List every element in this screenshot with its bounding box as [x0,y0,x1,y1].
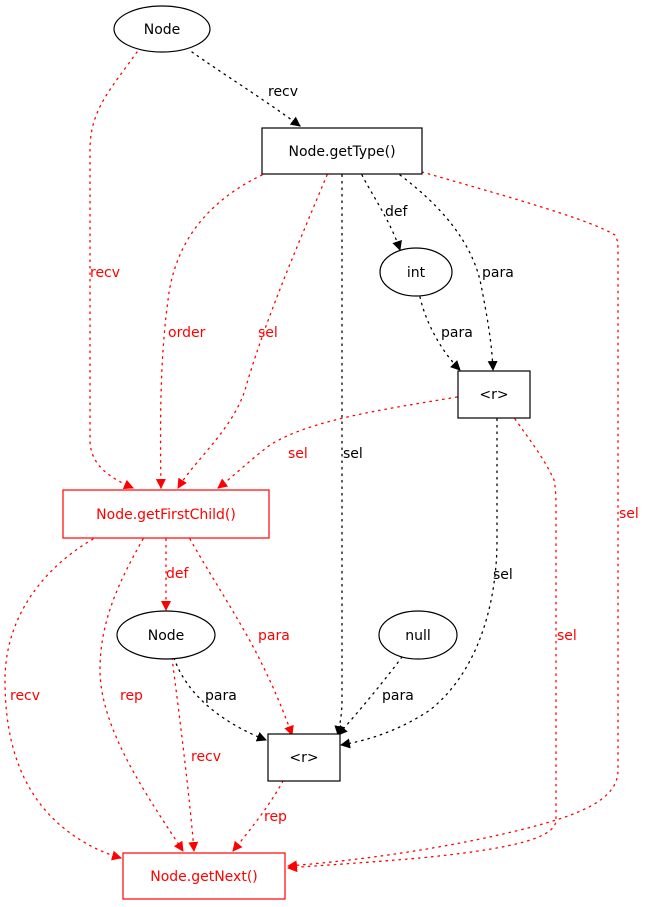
edge-label-e7: para [482,265,514,281]
edge-label-e16: rep [120,688,143,704]
edge-label-e19: para [382,688,414,704]
node-label-get-next: Node.getNext() [150,869,258,885]
edges: recv recv order sel sel def para sel [4,51,639,873]
edge-label-e20: rep [264,809,287,825]
node-label-null: null [405,628,431,644]
edge-e10[interactable]: sel [217,396,458,489]
edge-e2[interactable]: recv [89,51,138,489]
edge-e1[interactable]: recv [191,51,301,127]
edge-label-e9: para [441,325,473,341]
edge-label-e8: sel [619,506,639,522]
node-null[interactable]: null [378,610,458,660]
edge-e4[interactable]: sel [177,174,328,489]
node-label-node-mid: Node [148,628,185,644]
node-get-next[interactable]: Node.getNext() [122,852,286,900]
edge-e12[interactable]: sel [287,418,577,873]
edge-label-e13: def [166,566,190,582]
edge-label-e5: sel [343,446,363,462]
node-label-node-top: Node [144,22,181,38]
edge-label-e2: recv [90,265,120,281]
edge-e18[interactable]: recv [171,657,221,852]
nodes: Node Node.getType() int <r> Node.getFirs… [62,5,531,900]
node-label-get-first-child: Node.getFirstChild() [96,507,236,523]
edge-e5[interactable]: sel [334,174,363,736]
edge-e19[interactable]: para [337,656,414,736]
edge-label-e12: sel [557,628,577,644]
edge-label-e6: def [385,204,409,220]
edge-e20[interactable]: rep [232,780,287,852]
edge-e9[interactable]: para [419,296,473,371]
edge-label-e15: recv [10,688,40,704]
edge-label-e17: para [205,688,237,704]
edge-e13[interactable]: def [161,538,190,611]
node-node-mid[interactable]: Node [116,610,216,660]
edge-e8[interactable]: sel [287,171,639,871]
node-r-bottom[interactable]: <r> [267,733,341,782]
node-r-top[interactable]: <r> [457,370,531,419]
edge-label-e11: sel [493,567,513,583]
edge-e16[interactable]: rep [99,538,184,852]
node-int[interactable]: int [379,247,453,297]
edge-label-e10: sel [288,446,308,462]
edge-label-e4: sel [258,325,278,341]
edge-e6[interactable]: def [361,174,409,251]
edge-e3[interactable]: order [155,174,263,489]
edge-label-e18: recv [191,749,221,765]
node-node-top[interactable]: Node [113,5,211,53]
node-label-int: int [407,265,426,281]
edge-label-e3: order [168,325,206,341]
edge-label-e14: para [258,628,290,644]
edge-label-e1: recv [268,84,298,100]
node-get-type[interactable]: Node.getType() [261,127,423,175]
edge-e7[interactable]: para [399,174,514,371]
edge-e15[interactable]: recv [4,538,122,861]
edge-e17[interactable]: para [173,657,267,742]
edge-e11[interactable]: sel [340,418,513,749]
edge-e14[interactable]: para [189,538,294,736]
node-label-r-top: <r> [479,387,508,403]
node-get-first-child[interactable]: Node.getFirstChild() [62,489,270,539]
node-label-r-bottom: <r> [289,750,318,766]
node-label-get-type: Node.getType() [288,144,395,160]
